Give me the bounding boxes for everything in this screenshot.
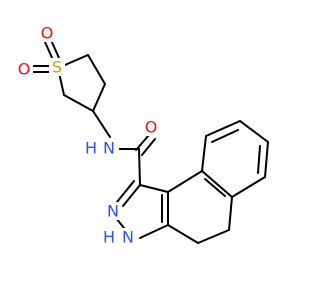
- bond-c3-n: [92, 110, 111, 138]
- bond-c1-n2-a: [122, 184, 141, 207]
- bond-c4-c5: [197, 229, 230, 244]
- bond-c6-c5a: [231, 176, 266, 198]
- bond-camide-o-a: [135, 134, 150, 151]
- chemical-structure: S O O O N H N N H: [15, 23, 269, 247]
- atom-sulfur: S: [52, 58, 62, 77]
- atom-amide-oxygen: O: [145, 118, 158, 137]
- atom-amide-hydrogen: H: [85, 139, 97, 158]
- bond-camide-c1: [138, 148, 141, 186]
- atom-sulfone-oxygen-top: O: [41, 24, 54, 43]
- bond-c7-c6-inner: [257, 145, 261, 174]
- bond-c3-c4: [92, 83, 106, 112]
- atom-sulfone-oxygen-left: O: [18, 60, 31, 79]
- bond-c9a-c9: [201, 135, 207, 172]
- bond-c4-c5: [87, 54, 106, 85]
- structure-canvas: S O O O N H N N H: [15, 23, 269, 247]
- bond-c9-c8-inner: [211, 129, 239, 143]
- bond-c8-c7: [239, 120, 269, 143]
- atom-amide-nitrogen: N: [103, 139, 115, 158]
- bond-c9a-c5a-inner: [204, 178, 226, 197]
- bond-c1-n2-b: [116, 180, 135, 203]
- bond-c9a-c5a: [201, 170, 233, 198]
- bond-n1-c3a: [139, 224, 169, 239]
- bond-c3a-c4: [167, 224, 199, 244]
- bond-layer: [32, 39, 269, 244]
- bond-c5-c5a: [228, 196, 233, 231]
- bond-c9b-c1: [139, 184, 169, 193]
- bond-s-o-top-b: [50, 39, 60, 59]
- bond-c2-c3: [63, 94, 94, 112]
- atom-pyrazole-n1-hydrogen: H: [103, 228, 115, 247]
- atom-pyrazole-n2: N: [107, 202, 119, 221]
- bond-camide-o-b: [141, 138, 156, 156]
- atom-pyrazole-n1: N: [122, 228, 134, 247]
- atom-layer: S O O O N H N N H: [15, 24, 160, 247]
- bond-c9-c8: [205, 120, 241, 137]
- bond-c7-c6: [264, 141, 269, 178]
- bond-s-o-top-a: [44, 41, 54, 61]
- bond-c9a-c9b: [167, 170, 203, 193]
